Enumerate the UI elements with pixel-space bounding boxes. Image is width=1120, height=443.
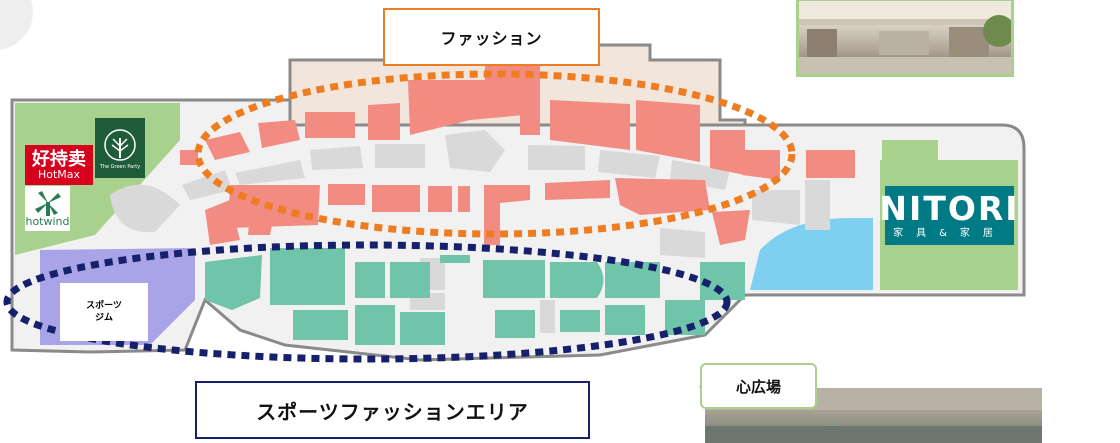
store bbox=[484, 185, 530, 245]
store bbox=[372, 185, 420, 212]
walkway bbox=[375, 144, 425, 168]
store bbox=[605, 305, 645, 335]
sports-gym-label: スポーツ ジム bbox=[60, 283, 148, 341]
store bbox=[560, 310, 600, 332]
store bbox=[305, 112, 355, 138]
walkway bbox=[752, 190, 800, 225]
walkway bbox=[540, 300, 555, 333]
sports-zone-outline bbox=[3, 241, 731, 363]
store bbox=[545, 180, 610, 200]
gym-label-line2: ジム bbox=[94, 313, 113, 323]
store bbox=[742, 150, 780, 180]
walkway bbox=[528, 145, 585, 170]
store bbox=[440, 255, 470, 263]
store bbox=[270, 248, 345, 305]
nitori-logo-text: NITORI bbox=[879, 188, 1020, 228]
store bbox=[665, 300, 705, 335]
walkway bbox=[235, 160, 305, 185]
central-plaza-label: 心広場 bbox=[700, 363, 817, 409]
store bbox=[400, 312, 445, 345]
store bbox=[258, 120, 300, 148]
store bbox=[355, 305, 395, 345]
store bbox=[806, 150, 855, 178]
nitori-logo-subtext: 家具&家居 bbox=[893, 227, 1006, 239]
photo-content bbox=[799, 1, 1011, 74]
mall-interior-photo bbox=[796, 0, 1014, 77]
hotwind-logo-text: hotwind bbox=[25, 215, 70, 228]
green-party-logo-text: The Green Party bbox=[99, 164, 141, 170]
walkway bbox=[598, 150, 660, 178]
store bbox=[205, 132, 250, 160]
store bbox=[520, 100, 540, 135]
gym-label-line1: スポーツ bbox=[86, 301, 122, 311]
walkway bbox=[182, 170, 232, 200]
store bbox=[550, 262, 604, 298]
corner-circle bbox=[0, 0, 33, 50]
sports-stores bbox=[205, 248, 745, 345]
store bbox=[355, 262, 385, 298]
store bbox=[293, 310, 348, 340]
walkway bbox=[805, 180, 830, 230]
store bbox=[408, 62, 540, 135]
store bbox=[180, 150, 198, 165]
nitori-logo: NITORI 家具&家居 bbox=[879, 186, 1018, 245]
blue-zone bbox=[750, 218, 873, 290]
fashion-zone-outline bbox=[194, 70, 796, 238]
store bbox=[615, 178, 710, 215]
home-store-top bbox=[882, 140, 938, 168]
store bbox=[710, 130, 745, 175]
hotmax-logo-en: HotMax bbox=[37, 167, 81, 181]
store bbox=[248, 210, 275, 235]
store bbox=[483, 260, 545, 298]
walkway bbox=[310, 146, 363, 170]
tree-icon bbox=[104, 129, 136, 161]
store bbox=[636, 100, 700, 162]
store bbox=[205, 200, 240, 245]
store bbox=[458, 186, 470, 212]
store bbox=[228, 185, 320, 228]
store bbox=[205, 255, 262, 310]
store bbox=[390, 262, 430, 298]
walkway bbox=[445, 130, 505, 172]
store bbox=[550, 100, 630, 150]
windmill-icon bbox=[34, 191, 61, 216]
fashion-stores bbox=[180, 62, 855, 245]
hotmax-logo-cn: 好持卖 bbox=[32, 148, 86, 170]
walkway bbox=[110, 184, 180, 233]
store bbox=[428, 186, 452, 212]
walkway bbox=[660, 228, 705, 258]
store bbox=[368, 103, 400, 140]
store bbox=[712, 210, 750, 245]
store bbox=[605, 262, 660, 298]
store bbox=[495, 310, 535, 338]
hotwind-logo: hotwind bbox=[25, 186, 70, 231]
store bbox=[328, 184, 365, 205]
hotmax-logo: 好持卖 HotMax bbox=[25, 145, 93, 185]
fashion-zone-label: ファッション bbox=[383, 8, 600, 66]
store bbox=[700, 262, 745, 300]
sports-fashion-area-label: スポーツファッションエリア bbox=[195, 381, 590, 439]
green-party-logo: The Green Party bbox=[95, 118, 145, 178]
